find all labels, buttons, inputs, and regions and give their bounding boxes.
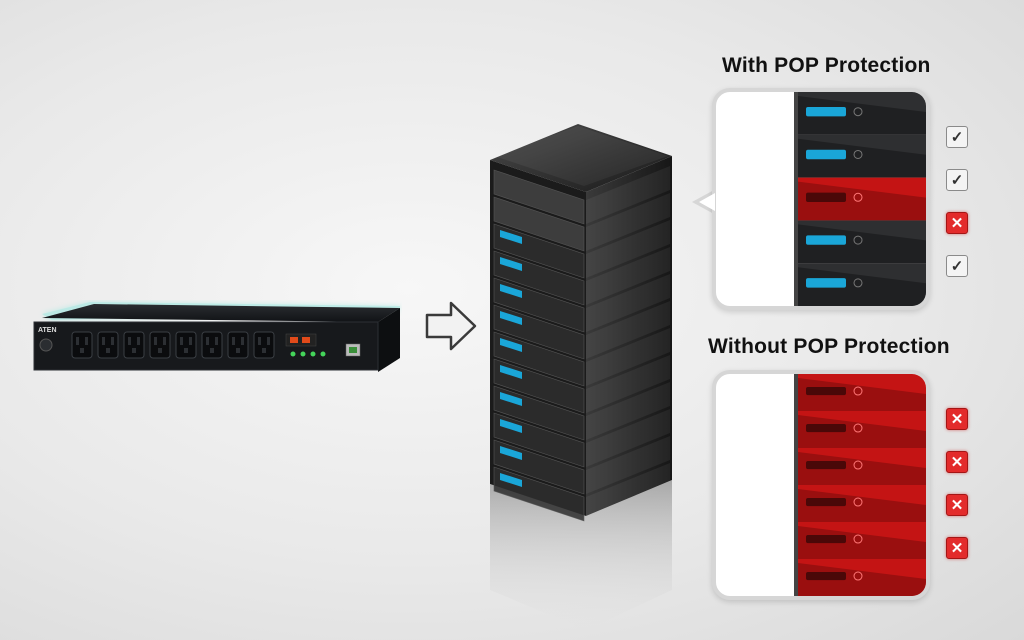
server-unit [493,328,670,387]
without-pop-title: Without POP Protection [708,335,950,358]
server-unit [798,263,926,306]
outlet-socket [201,331,223,359]
x-icon: ✕ [946,451,968,473]
outlet-group [71,331,275,359]
outlet-socket [123,331,145,359]
server-rack [490,124,672,630]
server-unit [798,522,926,559]
panel-divider [794,374,798,596]
with-pop-title: With POP Protection [722,54,931,77]
server-unit [493,166,670,225]
server-unit [493,382,670,441]
x-icon: ✕ [946,212,968,234]
with-pop-servers [794,92,926,306]
outlet-socket [149,331,171,359]
x-icon: ✕ [946,537,968,559]
outlet-socket [97,331,119,359]
server-unit [798,411,926,448]
x-icon: ✕ [946,494,968,516]
server-unit [493,301,670,360]
server-unit [798,92,926,135]
x-icon: ✕ [946,408,968,430]
server-unit [798,448,926,485]
status-leds [290,351,326,357]
brand-label: ATEN [38,327,57,334]
server-unit [798,177,926,221]
without-pop-panel [712,370,930,600]
server-unit [493,220,670,279]
server-unit [798,374,926,411]
outlet-socket [253,331,275,359]
server-unit [798,134,926,178]
server-unit [493,409,670,468]
check-icon: ✓ [946,126,968,148]
server-unit [798,559,926,596]
without-pop-servers [794,374,926,596]
server-unit [798,485,926,522]
server-unit [493,193,670,252]
server-unit [493,274,670,333]
outlet-socket [227,331,249,359]
right-arrow-icon [425,301,477,351]
pdu-device: ATEN [33,302,400,372]
server-unit [493,436,670,495]
with-pop-panel [712,88,930,310]
check-icon: ✓ [946,255,968,277]
rack-units [493,166,670,522]
server-unit [798,220,926,264]
check-icon: ✓ [946,169,968,191]
server-unit [493,355,670,414]
callout-pointer-fill [699,193,715,211]
server-unit [493,247,670,306]
panel-divider [794,92,798,306]
server-unit [493,463,670,522]
outlet-socket [71,331,93,359]
outlet-socket [175,331,197,359]
